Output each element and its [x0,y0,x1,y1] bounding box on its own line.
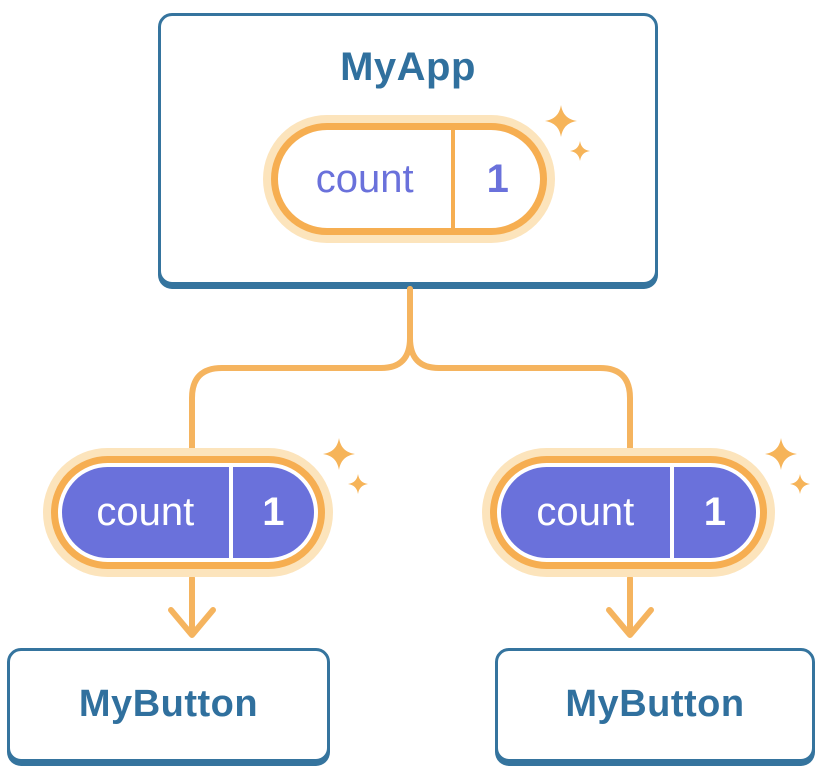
state-value-label: 1 [669,467,756,558]
connector-branch-right [407,286,633,454]
state-pill-body: count 1 [278,130,540,228]
component-card-myapp: MyApp count 1 [158,13,658,285]
state-pill-body: count 1 [501,467,756,558]
component-title-mybutton-right: MyButton [565,683,745,726]
state-pill-frame: count 1 [271,123,547,235]
state-value-label: 1 [451,130,540,228]
state-value-label: 1 [228,467,314,558]
arrow-head-left-icon [168,607,216,638]
arrow-head-right-icon [606,607,654,638]
state-pill-frame: count 1 [51,456,325,569]
state-pill-child-left: count 1 [43,438,368,577]
component-card-mybutton-left: MyButton [7,648,330,762]
connector-branch-left [189,286,413,454]
state-pill-frame: count 1 [490,456,767,569]
state-name-label: count [536,490,635,534]
state-name-label: count [96,490,195,534]
state-pill-root: count 1 [263,105,590,243]
component-card-mybutton-right: MyButton [495,648,815,762]
component-title-mybutton-left: MyButton [78,683,259,726]
state-pill-child-right: count 1 [482,438,810,577]
state-name-label: count [315,156,414,201]
component-title-myapp: MyApp [340,45,476,89]
state-pill-body: count 1 [62,467,314,558]
